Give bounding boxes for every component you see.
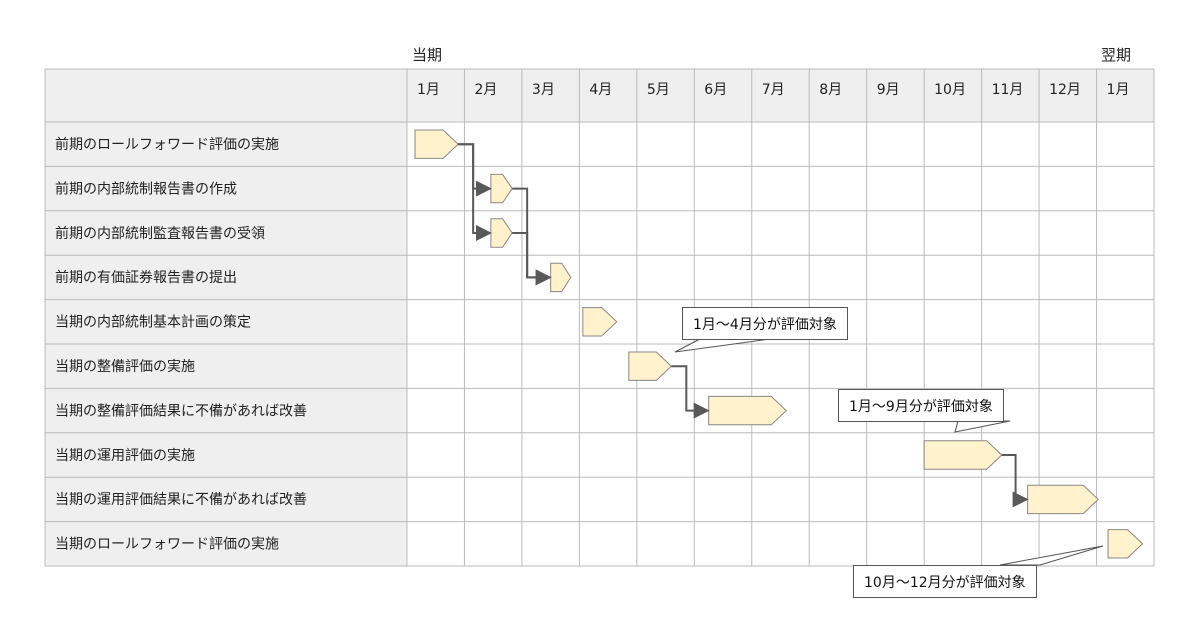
callout-1: 1月～4月分が評価対象 <box>682 307 848 340</box>
month-header-3: 3月 <box>532 82 555 98</box>
task-label: 当期の整備評価の実施 <box>55 359 195 375</box>
task-bar <box>490 218 513 248</box>
month-header-12: 12月 <box>1049 82 1081 98</box>
dependency-arrow <box>458 143 492 241</box>
callout-tail <box>674 338 771 353</box>
task-bar <box>414 129 459 159</box>
month-header-10: 10月 <box>934 82 966 98</box>
month-header-4: 4月 <box>589 82 612 98</box>
task-bar <box>708 395 787 426</box>
callout-tail <box>999 545 1104 566</box>
task-label: 前期の有価証券報告書の提出 <box>55 269 237 286</box>
task-label: 前期の内部統制監査報告書の受領 <box>55 225 265 242</box>
month-header-13: 1月 <box>1107 82 1130 98</box>
callout-tail <box>954 420 1011 433</box>
next-period-label: 翌期 <box>1101 46 1132 64</box>
task-label: 前期のロールフォワード評価の実施 <box>55 136 279 153</box>
month-header-9: 9月 <box>877 82 900 98</box>
task-label: 当期の運用評価結果に不備があれば改善 <box>55 492 307 508</box>
month-header-11: 11月 <box>992 82 1024 98</box>
month-header-8: 8月 <box>819 82 842 98</box>
header-background <box>45 69 1154 122</box>
task-bar <box>582 307 618 337</box>
task-bar <box>923 440 1003 470</box>
dependency-arrow <box>512 232 552 286</box>
task-bar <box>1107 529 1144 559</box>
month-header-7: 7月 <box>762 82 785 98</box>
task-label: 当期の運用評価の実施 <box>55 448 195 464</box>
task-label: 当期の整備評価結果に不備があれば改善 <box>55 403 307 419</box>
task-bar <box>490 173 513 204</box>
current-period-label: 当期 <box>412 46 443 64</box>
month-header-2: 2月 <box>474 82 497 98</box>
task-label: 当期の内部統制基本計画の策定 <box>55 314 251 331</box>
month-header-6: 6月 <box>704 82 727 98</box>
task-bar <box>1027 484 1099 515</box>
task-label: 前期の内部統制報告書の作成 <box>55 180 237 197</box>
task-label: 当期のロールフォワード評価の実施 <box>55 537 279 553</box>
dependency-arrow <box>671 365 710 419</box>
task-bar <box>550 262 572 293</box>
dependency-arrow <box>1001 454 1029 508</box>
task-bar <box>628 351 673 381</box>
callout-2: 1月～9月分が評価対象 <box>838 389 1004 422</box>
callout-3: 10月～12月分が評価対象 <box>853 565 1037 598</box>
month-header-5: 5月 <box>647 82 670 98</box>
month-header-1: 1月 <box>417 82 440 98</box>
